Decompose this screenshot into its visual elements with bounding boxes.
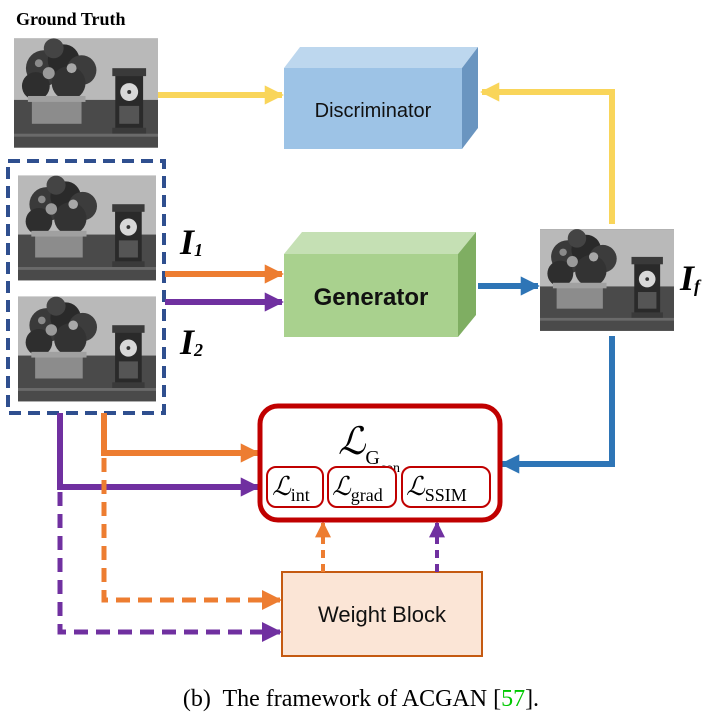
loss-term-grad: [327, 466, 397, 508]
weight-block-label: Weight Block: [318, 602, 447, 627]
fused-image: [540, 229, 674, 331]
loss-term-int: [266, 466, 324, 508]
i2-to-loss-arrow: [57, 413, 260, 497]
caption-ref-link[interactable]: 57: [501, 686, 525, 712]
input2-label-main: I: [179, 322, 196, 362]
weight-block: Weight Block: [281, 571, 483, 657]
loss-term-ssim-subscript: SSIM: [425, 485, 467, 505]
caption-prefix: (b) The framework of ACGAN [: [183, 686, 501, 712]
ground-truth-label: Ground Truth: [16, 9, 126, 29]
discriminator-block: Discriminator: [284, 47, 478, 149]
input1-label-sub: 1: [194, 240, 203, 260]
input1-label-main: I: [179, 222, 196, 262]
loss-term-grad-subscript: grad: [351, 485, 383, 505]
input1-label: I1: [179, 222, 203, 262]
input-image-2: [18, 296, 156, 402]
figure-caption: (b) The framework of ACGAN [57].: [183, 686, 539, 712]
input-image-1: [18, 175, 156, 281]
fused-to-loss-arrow: [500, 336, 615, 474]
loss-term-ssim: [401, 466, 491, 508]
input-dashed-box: [6, 159, 166, 415]
fused-label: If: [679, 258, 702, 298]
loss-term-int-symbol: ℒ: [272, 472, 292, 501]
content-loss-symbol: ℒ: [338, 421, 367, 463]
content-loss-block: ℒGcon ℒint ℒgrad ℒSSIM: [257, 403, 503, 523]
loss-term-int-text: ℒint: [272, 472, 310, 505]
loss-term-int-subscript: int: [291, 485, 310, 505]
loss-term-ssim-symbol: ℒ: [406, 472, 426, 501]
fused-label-sub: f: [694, 276, 702, 296]
i1-to-weight-block-arrow: [101, 458, 282, 610]
content-loss-subscript: G: [365, 447, 379, 469]
i1-to-loss-arrow: [101, 413, 260, 463]
fused-to-discriminator-arrow: [480, 82, 615, 224]
generator-label: Generator: [314, 284, 429, 311]
loss-term-grad-symbol: ℒ: [332, 472, 352, 501]
input2-label-sub: 2: [193, 340, 203, 360]
loss-term-ssim-text: ℒSSIM: [406, 472, 467, 505]
fused-label-main: I: [679, 258, 696, 298]
loss-term-grad-text: ℒgrad: [332, 472, 383, 505]
i2-to-weight-block-arrow: [57, 492, 282, 642]
ground-truth-image: [14, 38, 158, 148]
discriminator-label: Discriminator: [315, 100, 432, 122]
input2-label: I2: [179, 322, 203, 362]
generator-block: Generator: [284, 232, 476, 337]
caption-suffix: ].: [525, 686, 539, 712]
